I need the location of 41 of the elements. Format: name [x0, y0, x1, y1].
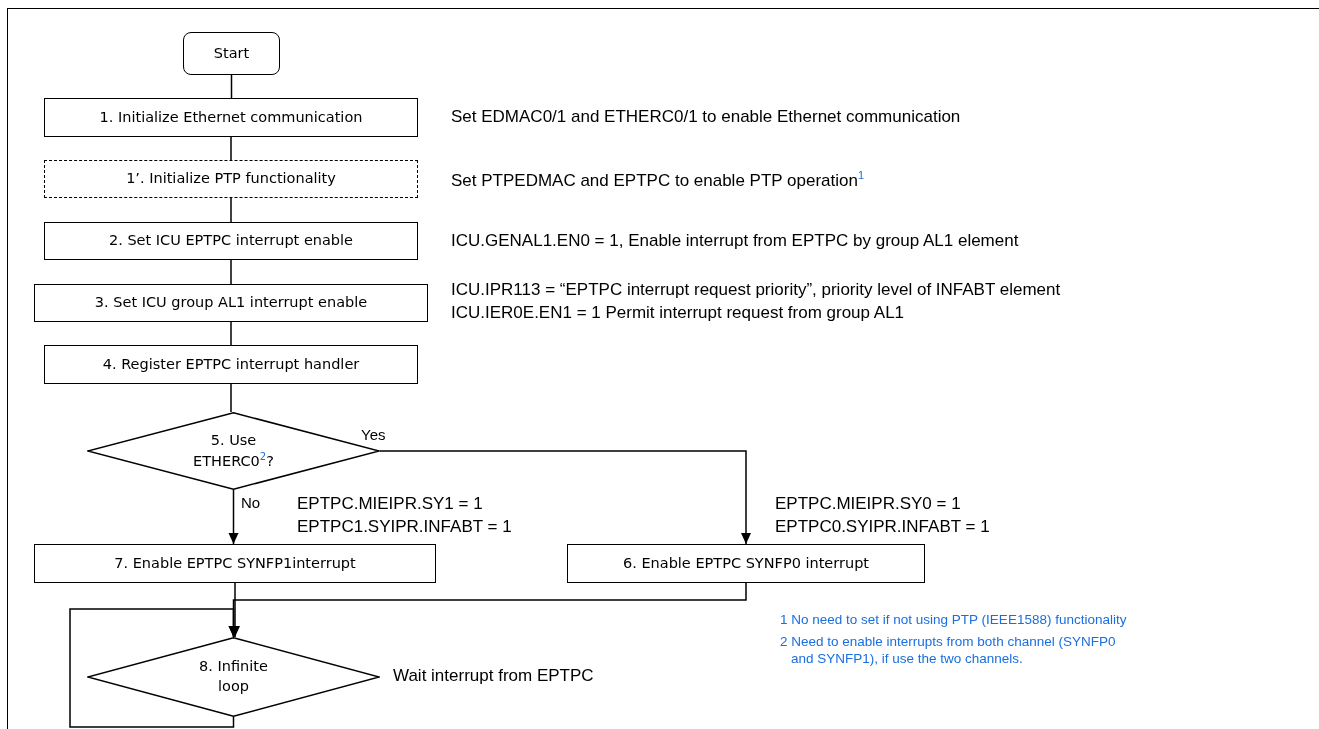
note-text: Wait interrupt from EPTPC — [393, 666, 594, 686]
footnote: 1 No need to set if not using PTP (IEEE1588) functionality — [780, 612, 1128, 629]
decision-diamond — [87, 637, 380, 717]
step-text: 1’. Initialize PTP functionality — [126, 169, 336, 189]
register-setting: EPTPC.MIEIPR.SY0 = 1 — [775, 494, 961, 514]
step-text: 3. Set ICU group AL1 interrupt enable — [94, 293, 368, 313]
register-setting: EPTPC.MIEIPR.SY1 = 1 — [297, 494, 483, 514]
step-text: 2. Set ICU EPTPC interrupt enable — [108, 231, 354, 251]
process-box — [44, 222, 418, 260]
arrow — [379, 450, 751, 545]
process-box — [44, 345, 418, 384]
step-text: 6. Enable EPTPC SYNFP0 interrupt — [622, 553, 870, 573]
note-text: ICU.IER0E.EN1 = 1 Permit interrupt request from group AL1 — [451, 303, 905, 323]
connector-line — [230, 321, 232, 346]
note-text: Set PTPEDMAC and EPTPC to enable PTP operation$^{1}$ — [451, 169, 865, 191]
connector-line — [230, 383, 232, 413]
process-box — [44, 98, 418, 137]
edge-label: Yes — [361, 427, 386, 442]
note-text: Set EDMAC0/1 and ETHERC0/1 to enable Ethernet communication — [451, 107, 961, 127]
register-setting: EPTPC0.SYIPR.INFABT = 1 — [775, 517, 990, 537]
note-text: ICU.IPR113 = “EPTPC interrupt request priority”, priority level of INFABT element — [451, 280, 1061, 300]
step-text: 1. Initialize Ethernet communication — [99, 107, 363, 127]
step-text: 7. Enable EPTPC SYNFP1interrupt — [114, 553, 356, 573]
process-box — [34, 544, 436, 583]
process-box — [34, 284, 428, 322]
register-setting: EPTPC1.SYIPR.INFABT = 1 — [297, 517, 512, 537]
connector-line — [230, 197, 232, 223]
start-terminal — [183, 32, 280, 75]
step-text: 5. Use ETHERC0$^{2}$? — [192, 430, 275, 471]
connector-line — [230, 74, 233, 99]
connector-line — [230, 136, 232, 161]
process-box — [44, 160, 418, 198]
arrow — [228, 489, 239, 545]
process-box — [567, 544, 925, 583]
step-text: Start — [213, 43, 250, 63]
edge-label: No — [241, 495, 261, 510]
step-text: 4. Register EPTPC interrupt handler — [102, 354, 360, 374]
footnote: 2 Need to enable interrupts from both channel (SYNFP0 and SYNFP1), if use the two channels. — [780, 634, 1117, 668]
step-text: 8. Infinite loop — [198, 657, 269, 696]
note-text: ICU.GENAL1.EN0 = 1, Enable interrupt from EPTPC by group AL1 element — [451, 231, 1019, 251]
connector-line — [230, 259, 232, 285]
